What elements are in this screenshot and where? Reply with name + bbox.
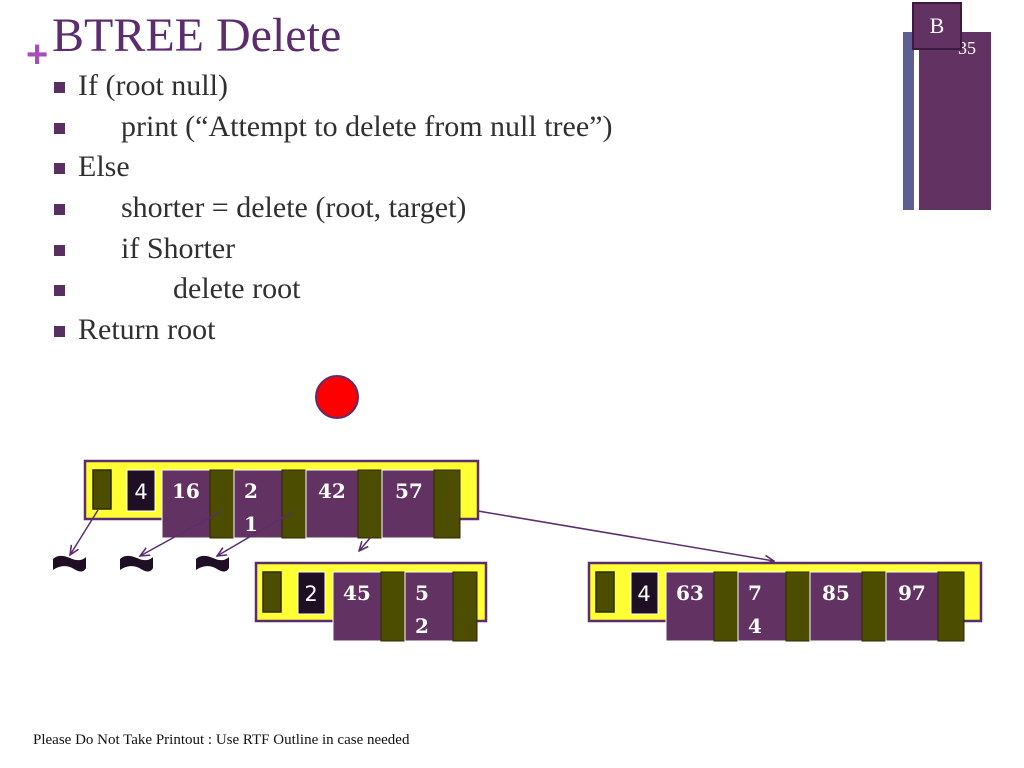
count-cell <box>126 469 156 512</box>
key-cell <box>404 571 454 642</box>
pointer-arrow <box>70 509 99 555</box>
pseudocode-text: shorter = delete (root, target) <box>121 191 467 225</box>
bullet-square-icon <box>54 122 65 134</box>
key-cell <box>233 469 283 539</box>
bullet-square-icon <box>54 326 65 338</box>
pseudocode-list: If (root null) print (“Attempt to delete… <box>54 66 612 351</box>
current-node-marker <box>315 375 359 419</box>
key-text: 63 <box>676 581 704 605</box>
pseudocode-line: delete root <box>54 269 300 310</box>
pointer-arrow <box>217 510 295 556</box>
pointer-cell <box>281 469 307 539</box>
key-cell <box>885 571 939 642</box>
count-cell <box>630 571 659 615</box>
pointer-cell <box>785 571 811 642</box>
key-text: 97 <box>898 581 926 605</box>
key-text: 57 <box>395 479 423 503</box>
pseudocode-text: If (root null) <box>78 69 228 102</box>
key-text: 16 <box>172 479 200 503</box>
pseudocode-text: Else <box>78 150 130 184</box>
key-cell <box>809 571 863 642</box>
key-cell <box>161 469 211 539</box>
count-text: 4 <box>637 582 650 606</box>
key-text: 85 <box>822 581 850 605</box>
pseudocode-line: If (root null) <box>54 66 228 107</box>
key-text: 42 <box>318 479 346 503</box>
key-cell <box>305 469 359 539</box>
pointer-cell <box>209 469 235 539</box>
null-pointer-icon <box>196 555 229 572</box>
slide-title: BTREE Delete <box>52 9 342 62</box>
section-badge: B <box>912 2 962 50</box>
key-text: 45 <box>343 581 371 605</box>
pointer-arrow <box>140 510 223 556</box>
pointer-cell <box>713 571 739 642</box>
pseudocode-text: Return root <box>78 313 216 347</box>
count-text: 4 <box>134 480 147 504</box>
bullet-square-icon <box>54 285 65 297</box>
pseudocode-line: print (“Attempt to delete from null tree… <box>54 107 612 148</box>
pointer-arrow <box>477 510 774 561</box>
pointer-cell <box>92 469 112 510</box>
decorative-bar-blue <box>903 32 914 210</box>
pointer-cell <box>595 571 615 613</box>
pointer-cell <box>380 571 406 642</box>
pointer-arrow <box>359 537 371 551</box>
slide-number: 35 <box>958 38 976 58</box>
bullet-square-icon <box>54 82 65 93</box>
count-cell <box>297 571 326 615</box>
pointer-cell <box>937 571 965 642</box>
footer-note: Please Do Not Take Printout : Use RTF Ou… <box>33 732 410 748</box>
bullet-square-icon <box>54 163 65 175</box>
decorative-bar-purple <box>919 32 991 210</box>
pointer-cell <box>861 571 887 642</box>
pseudocode-text: print (“Attempt to delete from null tree… <box>121 109 613 143</box>
bullet-square-icon <box>54 244 65 256</box>
plus-icon: + <box>26 34 49 76</box>
key-cell <box>665 571 715 642</box>
pseudocode-line: if Shorter <box>54 229 235 270</box>
bullet-square-icon <box>54 204 65 216</box>
null-pointer-icon <box>120 555 153 572</box>
pseudocode-text: if Shorter <box>121 231 236 265</box>
pointer-cell <box>433 469 461 539</box>
pseudocode-text: delete root <box>173 272 301 306</box>
pseudocode-line: Return root <box>54 310 215 351</box>
pseudocode-line: Else <box>54 147 130 188</box>
pointer-cell <box>262 571 282 613</box>
pseudocode-line: shorter = delete (root, target) <box>54 188 466 229</box>
count-text: 2 <box>304 582 317 606</box>
null-pointer-icon <box>53 555 86 572</box>
pointer-cell <box>452 571 478 642</box>
key-cell <box>737 571 787 642</box>
key-cell <box>332 571 382 642</box>
pointer-cell <box>357 469 383 539</box>
